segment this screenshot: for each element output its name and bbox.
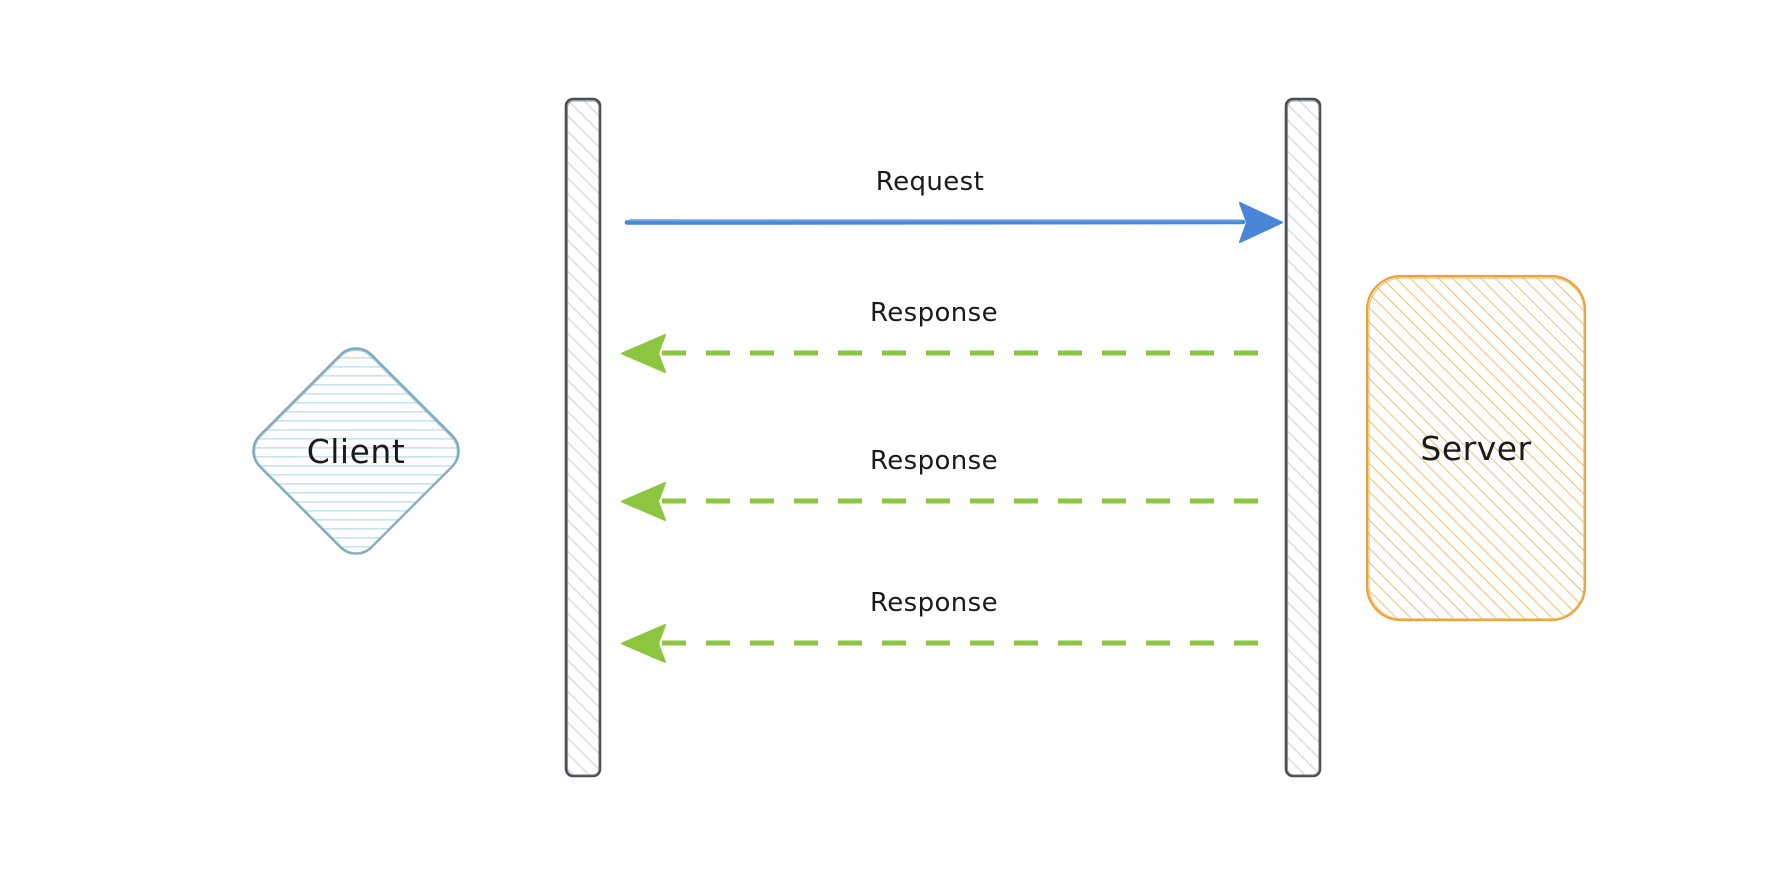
server-lifeline-fill <box>1286 99 1320 776</box>
server-shape-outline-sketch <box>1368 277 1585 620</box>
response-1-arrowhead <box>621 334 666 373</box>
node-server[interactable]: Server <box>1365 274 1587 622</box>
message-request-1[interactable]: Request <box>620 167 1283 249</box>
response-2-label: Response <box>870 446 998 476</box>
response-3-label: Response <box>870 588 998 618</box>
request-1-line <box>624 219 1246 225</box>
server-shape-outline <box>1365 274 1587 622</box>
server-lifeline-outline <box>1284 97 1322 778</box>
server-shape-fill <box>1367 276 1585 620</box>
message-response-2[interactable]: Response <box>620 446 1265 528</box>
client-lifeline-outline <box>564 97 602 778</box>
request-1-label: Request <box>876 167 984 197</box>
lifeline-server[interactable] <box>1284 97 1322 778</box>
server-lifeline-outline-sketch <box>1286 100 1320 776</box>
lifeline-client[interactable] <box>564 97 602 778</box>
client-shape-outline-sketch <box>253 349 459 554</box>
server-label: Server <box>1420 429 1531 468</box>
response-2-arrowhead <box>621 482 666 521</box>
message-response-3[interactable]: Response <box>620 588 1265 670</box>
message-response-1[interactable]: Response <box>620 298 1265 380</box>
client-label: Client <box>307 432 406 471</box>
request-1-arrowhead <box>1239 202 1283 243</box>
response-1-label: Response <box>870 298 998 328</box>
client-lifeline-outline-sketch <box>566 100 600 776</box>
client-lifeline-fill <box>566 99 600 776</box>
client-shape-fill <box>253 348 459 554</box>
response-3-arrowhead <box>621 624 666 663</box>
node-client[interactable]: Client <box>244 339 467 562</box>
